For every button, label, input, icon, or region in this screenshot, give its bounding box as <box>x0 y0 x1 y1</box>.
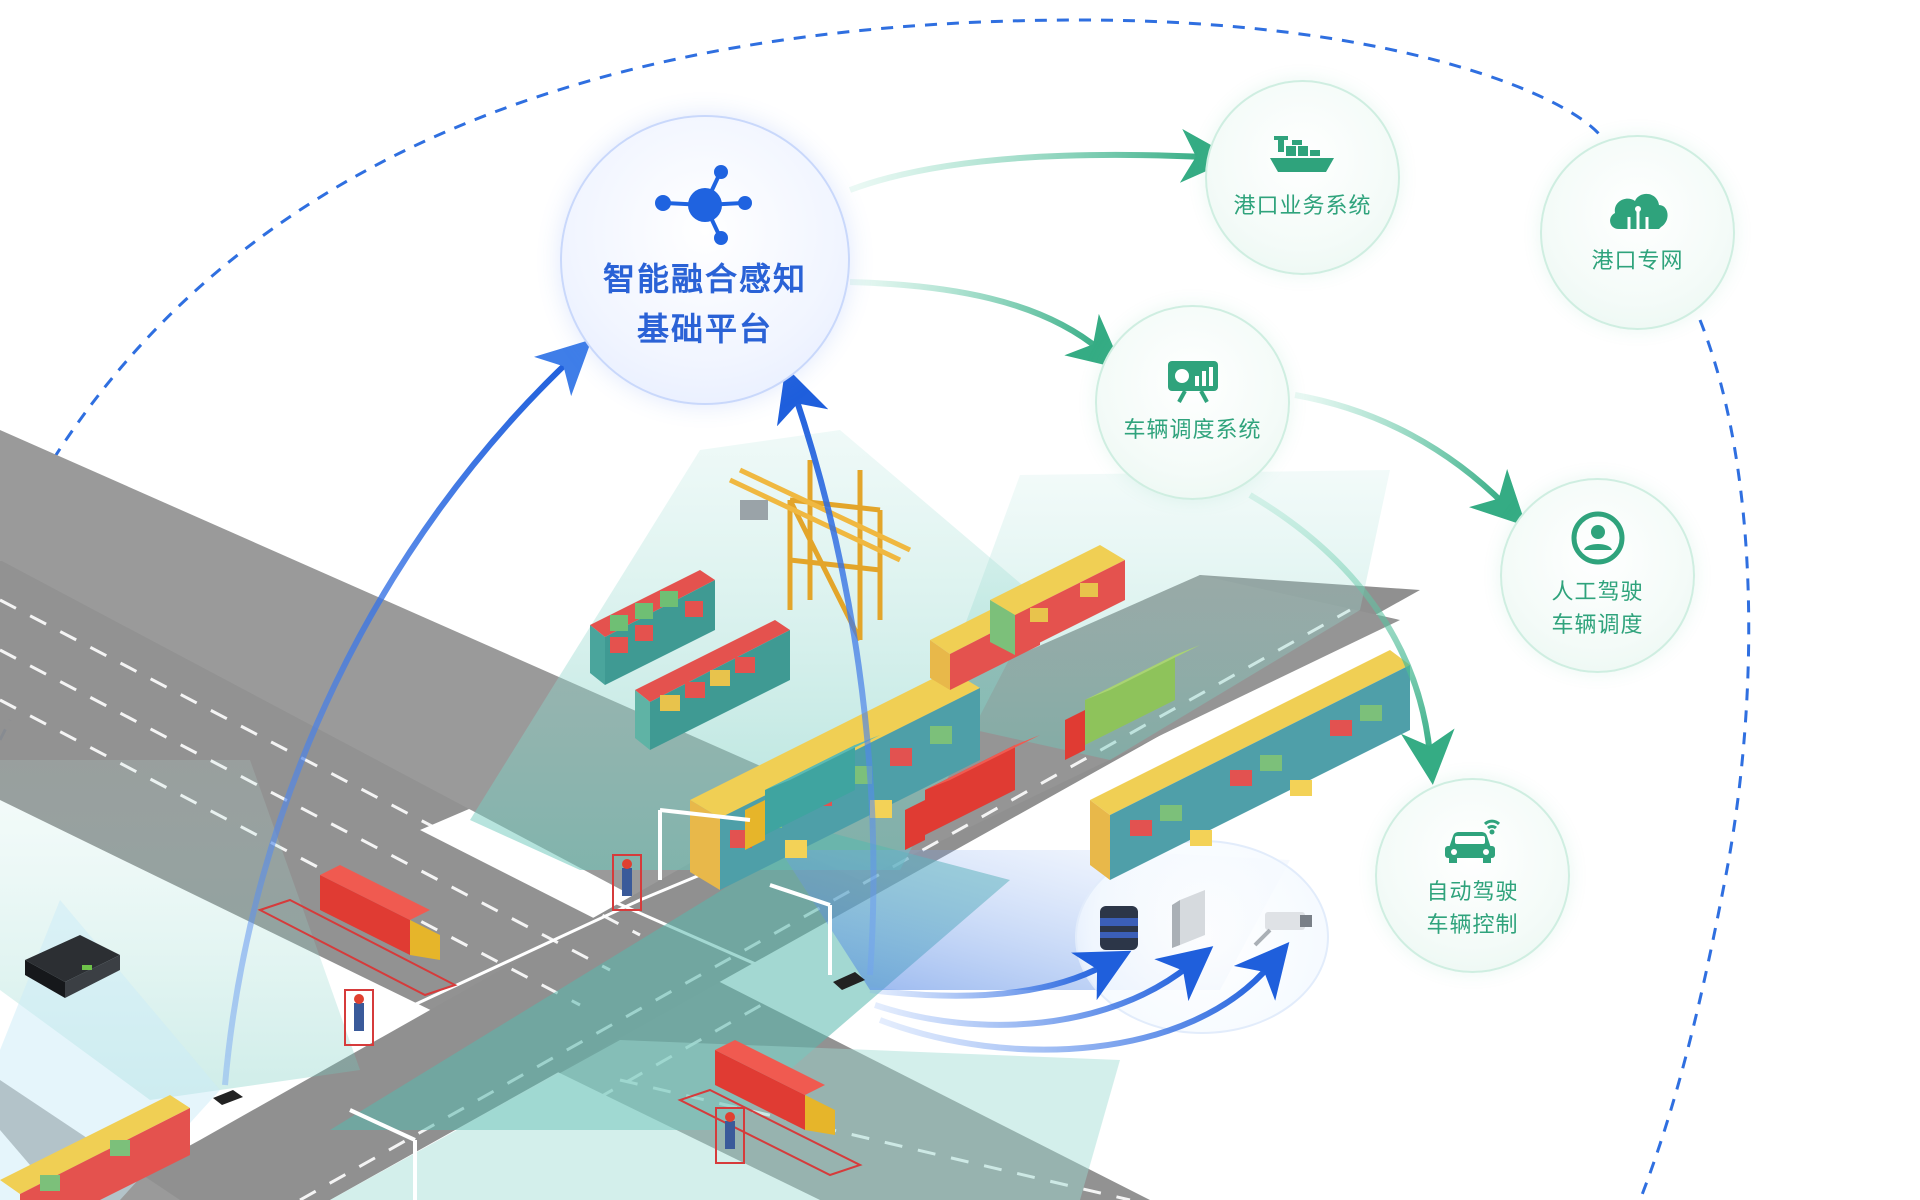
manual-driving-line1: 人工驾驶 <box>1551 576 1643 609</box>
port-business-label: 港口业务系统 <box>1233 190 1371 223</box>
camera-sensor-icon <box>1255 912 1312 945</box>
truck <box>1065 645 1200 760</box>
dispatch-screen-icon <box>1165 358 1221 404</box>
truck <box>260 865 455 995</box>
platform-title: 智能融合感知 基础平台 <box>603 255 807 354</box>
arrow-dispatch-to-manual <box>1295 395 1505 505</box>
cargo-ship-icon <box>1268 132 1338 180</box>
platform-title-line2: 基础平台 <box>603 305 807 355</box>
arrow-unit-to-lidar <box>870 965 1105 996</box>
radar-sensor-icon <box>1172 890 1205 948</box>
manual-driving-line2: 车辆调度 <box>1551 609 1643 642</box>
truck <box>680 1040 860 1175</box>
auto-driving-line2: 车辆控制 <box>1426 909 1518 942</box>
auto-driving-node: 自动驾驶 车辆控制 <box>1375 778 1570 973</box>
port-network-node: 港口专网 <box>1540 135 1735 330</box>
vehicle-dispatch-node: 车辆调度系统 <box>1095 305 1290 500</box>
arrow-unit-to-platform-left <box>225 360 570 1085</box>
worker <box>613 855 641 910</box>
platform-node: 智能融合感知 基础平台 <box>560 115 850 405</box>
driver-steering-icon <box>1570 510 1626 566</box>
arrow-platform-to-business <box>850 155 1205 190</box>
connected-car-icon <box>1441 810 1505 866</box>
worker <box>716 1108 744 1163</box>
cloud-network-icon <box>1605 187 1671 235</box>
port-business-node: 港口业务系统 <box>1205 80 1400 275</box>
worker <box>345 990 373 1045</box>
manual-driving-label: 人工驾驶 车辆调度 <box>1551 576 1643 642</box>
network-hub-icon <box>645 165 765 245</box>
vehicle-dispatch-label: 车辆调度系统 <box>1123 414 1261 447</box>
port-network-label: 港口专网 <box>1591 245 1683 278</box>
lidar-sensor-icon <box>1100 906 1138 950</box>
auto-driving-label: 自动驾驶 车辆控制 <box>1426 876 1518 942</box>
edge-computing-unit <box>25 935 120 998</box>
platform-title-line1: 智能融合感知 <box>603 255 807 305</box>
auto-driving-line1: 自动驾驶 <box>1426 876 1518 909</box>
container-stack <box>0 545 1410 1200</box>
manual-driving-node: 人工驾驶 车辆调度 <box>1500 478 1695 673</box>
arrow-platform-to-dispatch <box>850 282 1100 350</box>
